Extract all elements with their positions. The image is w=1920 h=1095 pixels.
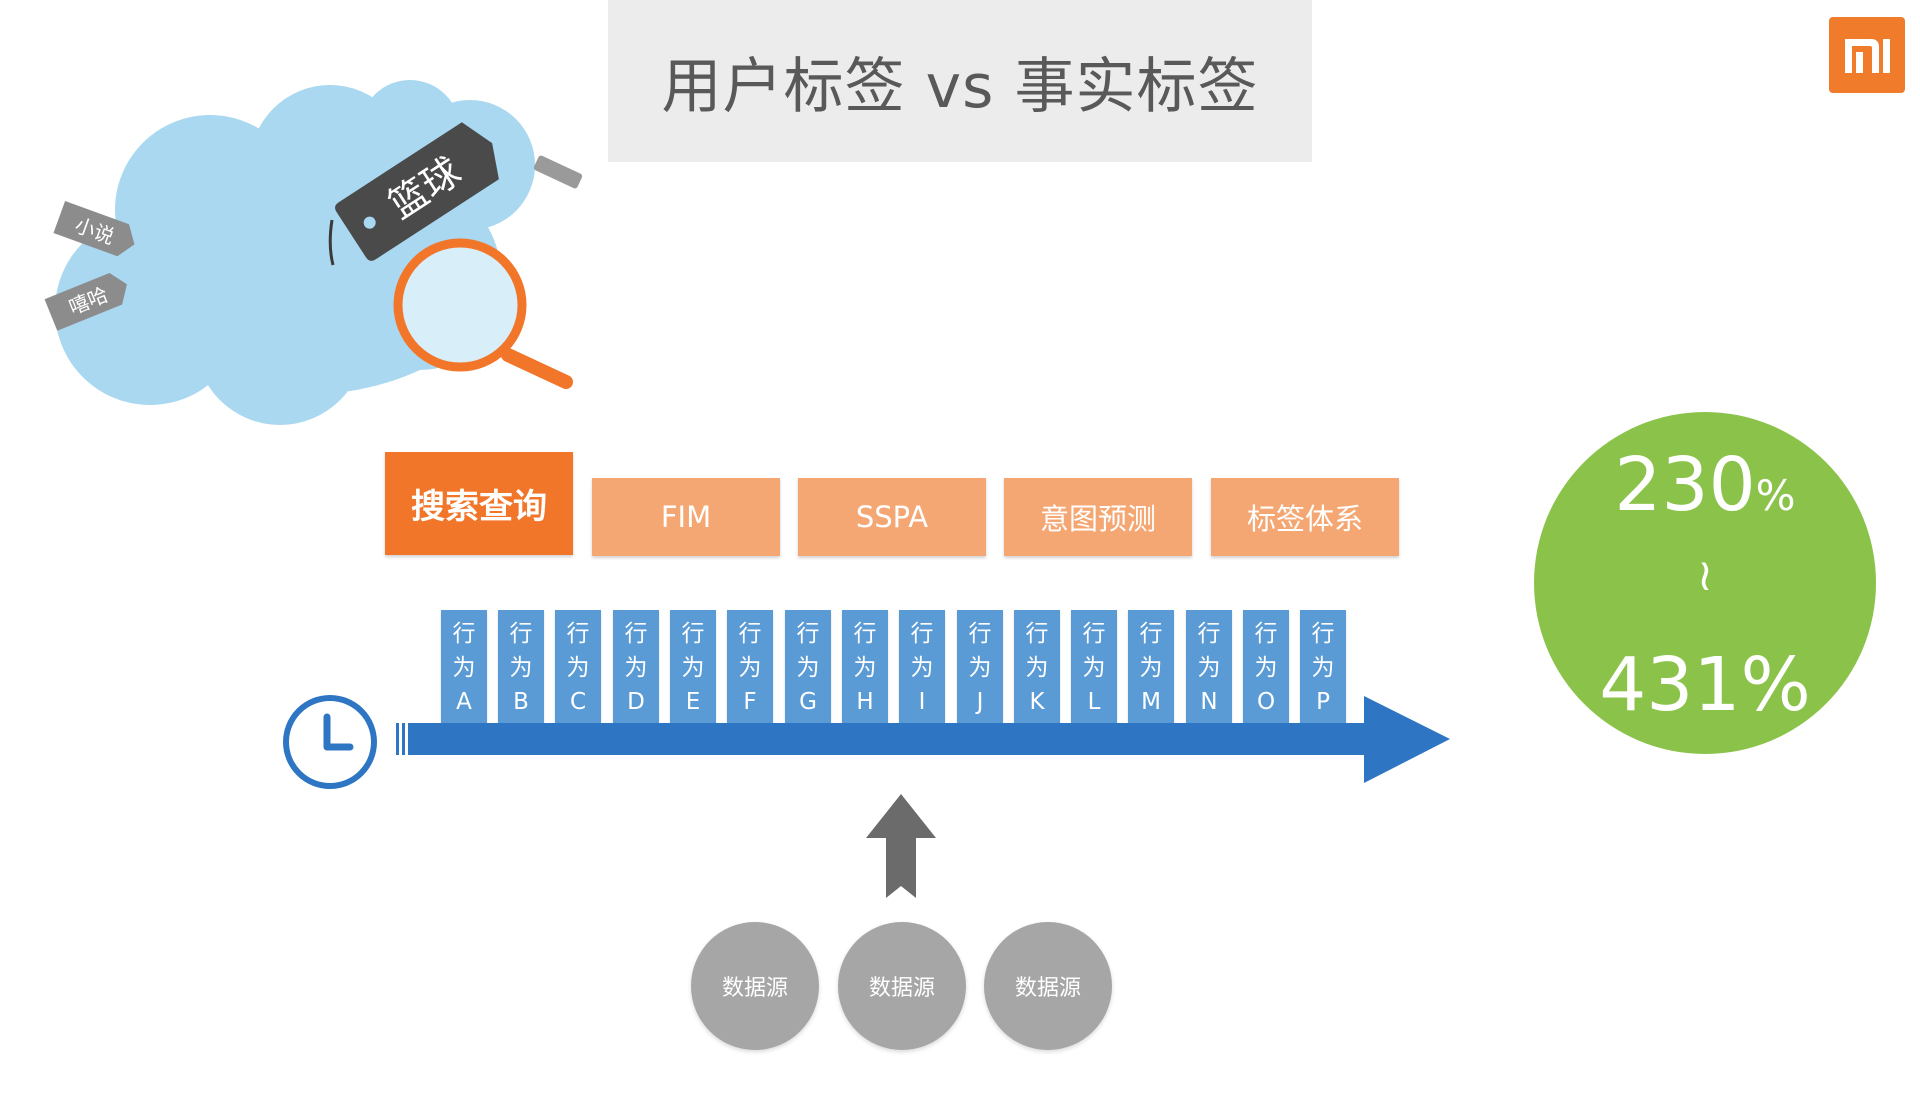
result-circle: 230% ≀ 431%	[1534, 412, 1876, 754]
magnifier-icon	[393, 238, 573, 389]
behavior-char: 行	[566, 620, 590, 647]
behavior-char: 行	[452, 620, 476, 647]
behavior-letter: L	[1087, 688, 1101, 715]
behavior-box-m: 行 为 M	[1128, 610, 1174, 725]
behavior-char: 为	[1139, 654, 1163, 681]
behavior-box-p: 行 为 P	[1300, 610, 1346, 725]
behavior-letter: J	[976, 688, 984, 715]
behavior-box-o: 行 为 O	[1243, 610, 1289, 725]
behavior-char: 行	[796, 620, 820, 647]
behavior-letter: H	[856, 688, 874, 715]
behavior-letter: N	[1200, 688, 1218, 715]
data-source-2: 数据源	[838, 922, 966, 1050]
behavior-box-c: 行 为 C	[555, 610, 601, 725]
tag-string-icon	[328, 219, 335, 266]
behavior-letter: F	[743, 688, 757, 715]
step-intent-prediction: 意图预测	[1004, 478, 1192, 556]
behavior-char: 行	[1139, 620, 1163, 647]
cloud-illustration: 篮球 小说 嘻哈	[44, 80, 583, 425]
behavior-char: 为	[1025, 654, 1049, 681]
behavior-box-l: 行 为 L	[1071, 610, 1117, 725]
result-bottom-value: 431%	[1599, 642, 1811, 728]
behavior-char: 为	[910, 654, 934, 681]
mi-logo-icon	[1829, 17, 1905, 93]
data-source-label: 数据源	[868, 976, 935, 1001]
behavior-char: 为	[452, 654, 476, 681]
result-range-symbol: ≀	[1696, 550, 1714, 601]
data-source-1: 数据源	[691, 922, 819, 1050]
step-search-query-label: 搜索查询	[411, 487, 547, 527]
behavior-char: 行	[910, 620, 934, 647]
small-tag-icon	[533, 155, 583, 189]
behavior-char: 为	[796, 654, 820, 681]
behavior-char: 为	[624, 654, 648, 681]
behavior-box-k: 行 为 K	[1014, 610, 1060, 725]
behavior-char: 为	[853, 654, 877, 681]
data-source-3: 数据源	[984, 922, 1112, 1050]
behavior-char: 为	[1254, 654, 1278, 681]
step-intent-prediction-label: 意图预测	[1039, 502, 1156, 536]
tag-hiphop: 嘻哈	[44, 272, 127, 331]
behavior-box-i: 行 为 I	[899, 610, 945, 725]
behavior-char: 行	[624, 620, 648, 647]
behavior-box-a: 行 为 A	[441, 610, 487, 725]
behavior-box-d: 行 为 D	[613, 610, 659, 725]
behavior-char: 为	[968, 654, 992, 681]
behavior-char: 行	[1025, 620, 1049, 647]
behavior-letter: P	[1316, 688, 1330, 715]
behavior-box-f: 行 为 F	[727, 610, 773, 725]
behavior-char: 为	[566, 654, 590, 681]
behavior-letter: D	[627, 688, 645, 715]
behavior-char: 为	[509, 654, 533, 681]
behavior-box-j: 行 为 J	[957, 610, 1003, 725]
step-sspa-label: SSPA	[855, 500, 929, 534]
behavior-char: 为	[681, 654, 705, 681]
behavior-char: 行	[509, 620, 533, 647]
behavior-char: 为	[1311, 654, 1335, 681]
behavior-char: 行	[1311, 620, 1335, 647]
behavior-letter: O	[1256, 688, 1276, 715]
behavior-box-n: 行 为 N	[1186, 610, 1232, 725]
behavior-char: 行	[681, 620, 705, 647]
step-tag-system-label: 标签体系	[1246, 502, 1363, 536]
result-top-value: 230%	[1534, 442, 1876, 528]
data-source-label: 数据源	[721, 976, 788, 1001]
behavior-char: 行	[1254, 620, 1278, 647]
behavior-char: 行	[1082, 620, 1106, 647]
step-tag-system: 标签体系	[1211, 478, 1399, 556]
behavior-letter: B	[513, 688, 529, 715]
page-title: 用户标签 vs 事实标签	[661, 51, 1259, 122]
behavior-char: 为	[738, 654, 762, 681]
behavior-char: 行	[853, 620, 877, 647]
behavior-letter: G	[799, 688, 817, 715]
clock-icon	[283, 695, 377, 789]
behavior-char: 为	[1197, 654, 1221, 681]
behavior-letter: I	[918, 688, 926, 715]
step-fim-label: FIM	[660, 500, 712, 534]
behavior-box-e: 行 为 E	[670, 610, 716, 725]
behavior-letter: E	[685, 688, 701, 715]
result-top-unit: %	[1755, 471, 1796, 520]
step-sspa: SSPA	[798, 478, 986, 556]
behavior-box-h: 行 为 H	[842, 610, 888, 725]
title-banner: 用户标签 vs 事实标签	[608, 0, 1312, 162]
behavior-letter: K	[1029, 688, 1045, 715]
behavior-letter: M	[1141, 688, 1161, 715]
data-source-label: 数据源	[1014, 976, 1081, 1001]
behavior-char: 行	[738, 620, 762, 647]
timeline-arrow-icon	[396, 696, 1450, 783]
behavior-letter: C	[569, 688, 587, 715]
behavior-char: 行	[1197, 620, 1221, 647]
result-top-number: 230	[1614, 442, 1756, 528]
behavior-box-g: 行 为 G	[785, 610, 831, 725]
step-fim: FIM	[592, 478, 780, 556]
behavior-letter: A	[456, 688, 472, 715]
behavior-char: 为	[1082, 654, 1106, 681]
step-search-query: 搜索查询	[385, 452, 573, 555]
behavior-box-b: 行 为 B	[498, 610, 544, 725]
up-arrow-icon	[866, 794, 936, 898]
behavior-char: 行	[968, 620, 992, 647]
